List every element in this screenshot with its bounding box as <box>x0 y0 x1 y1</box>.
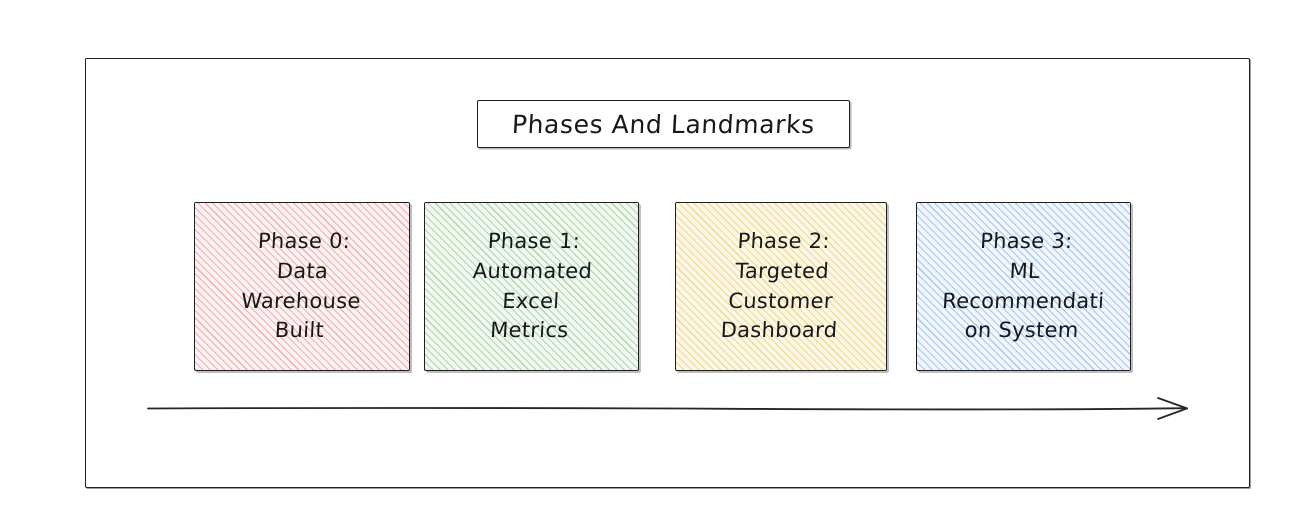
phase-box-1[interactable]: Phase 1: Automated Excel Metrics <box>424 202 639 371</box>
phase-box-0[interactable]: Phase 0: Data Warehouse Built <box>194 202 410 371</box>
phase-label-1: Phase 1: Automated Excel Metrics <box>472 228 593 343</box>
page-title: Phases And Landmarks <box>511 109 816 139</box>
hatch-fill-green <box>425 203 638 370</box>
phase-label-0: Phase 0: Data Warehouse Built <box>240 228 362 343</box>
diagram-title-box: Phases And Landmarks <box>477 100 850 148</box>
phase-label-2: Phase 2: Targeted Customer Dashboard <box>719 228 838 343</box>
hatch-fill-yellow <box>676 203 886 370</box>
hatch-fill-blue <box>917 203 1130 370</box>
phase-box-2[interactable]: Phase 2: Targeted Customer Dashboard <box>675 202 887 371</box>
phase-label-3: Phase 3: ML Recommendati on System <box>941 228 1105 343</box>
diagram-frame <box>85 58 1250 488</box>
timeline-arrow <box>147 397 1188 420</box>
phase-box-3[interactable]: Phase 3: ML Recommendati on System <box>916 202 1131 371</box>
hatch-fill-red <box>195 203 409 370</box>
